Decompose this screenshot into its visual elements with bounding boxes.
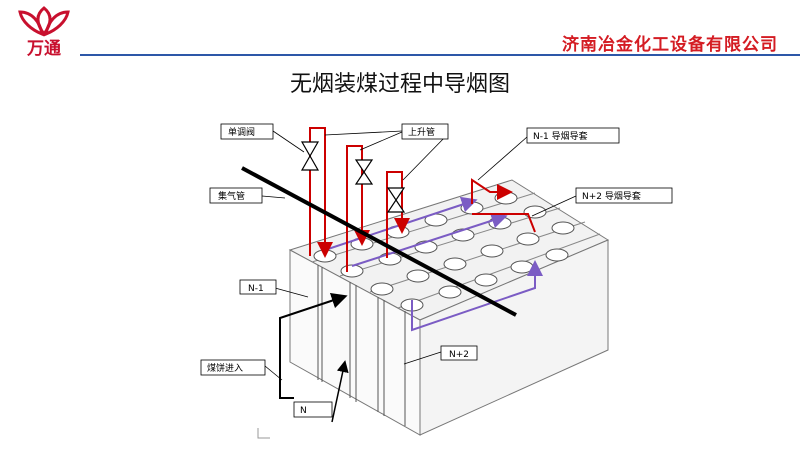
- label-n-minus-1: N-1: [239, 279, 277, 295]
- charging-hole: [438, 285, 462, 299]
- logo-text: 万通: [27, 39, 61, 59]
- svg-text:N+2: N+2: [449, 350, 469, 360]
- svg-text:上升管: 上升管: [408, 126, 435, 138]
- charging-hole: [378, 252, 402, 266]
- svg-text:N+2 导烟导套: N+2 导烟导套: [582, 190, 641, 202]
- label-n-plus-2: N+2: [440, 345, 478, 361]
- svg-text:N: N: [300, 406, 307, 416]
- gas-main-pipe: [241, 166, 517, 317]
- riser-pipes: [309, 127, 536, 272]
- label-n: N: [293, 401, 333, 418]
- svg-text:煤饼进入: 煤饼进入: [207, 362, 243, 374]
- svg-text:N-1 导烟导套: N-1 导烟导套: [533, 130, 588, 142]
- smoke-path-n-plus-2: [411, 260, 543, 332]
- svg-text:N-1: N-1: [248, 284, 264, 294]
- smoke-path-n: [351, 212, 508, 267]
- header-rule: [80, 54, 800, 56]
- label-n-plus-2-sleeve: N+2 导烟导套: [575, 187, 673, 204]
- charging-hole: [443, 257, 467, 271]
- label-n-minus-1-sleeve: N-1 导烟导套: [526, 127, 620, 144]
- riser-pipe-2: [346, 145, 370, 272]
- charging-hole: [313, 249, 337, 263]
- label-coal-in: 煤饼进入: [200, 359, 266, 376]
- label-single-valve: 单调阀: [220, 123, 274, 140]
- valves: [300, 141, 406, 213]
- svg-text:集气管: 集气管: [218, 190, 245, 202]
- valve-icon: [354, 159, 374, 185]
- chamber-walls: [311, 192, 601, 309]
- riser-pipe-n-plus-2: [472, 213, 536, 233]
- company-name: 济南冶金化工设备有限公司: [562, 35, 778, 55]
- leader-lines: [261, 130, 577, 381]
- coal-entry-arrow: [279, 292, 348, 399]
- charging-hole: [494, 191, 518, 205]
- page-title: 无烟装煤过程中导烟图: [289, 72, 510, 97]
- coal-entry-arrow-n: [331, 360, 349, 423]
- charging-hole: [406, 269, 430, 283]
- charging-hole: [370, 282, 394, 296]
- charging-hole: [510, 260, 534, 274]
- riser-pipe-3: [386, 171, 410, 258]
- charging-hole: [516, 232, 540, 246]
- charging-hole: [480, 244, 504, 258]
- valve-icon: [386, 187, 406, 213]
- chamber-front-dividers: [317, 265, 406, 426]
- charging-hole: [474, 273, 498, 287]
- riser-pipe-1: [309, 127, 333, 258]
- logo-emblem-icon: [18, 6, 70, 37]
- corner-mark: [257, 428, 270, 439]
- label-gas-main: 集气管: [209, 187, 263, 204]
- charging-hole: [545, 248, 569, 262]
- label-riser: 上升管: [401, 123, 449, 140]
- charging-hole: [551, 221, 575, 235]
- svg-text:单调阀: 单调阀: [228, 126, 255, 138]
- valve-icon: [300, 141, 320, 171]
- oven-right-face: [419, 239, 609, 436]
- charging-hole: [340, 264, 364, 278]
- riser-pipe-n-minus-1: [471, 178, 513, 204]
- charging-hole: [523, 205, 547, 219]
